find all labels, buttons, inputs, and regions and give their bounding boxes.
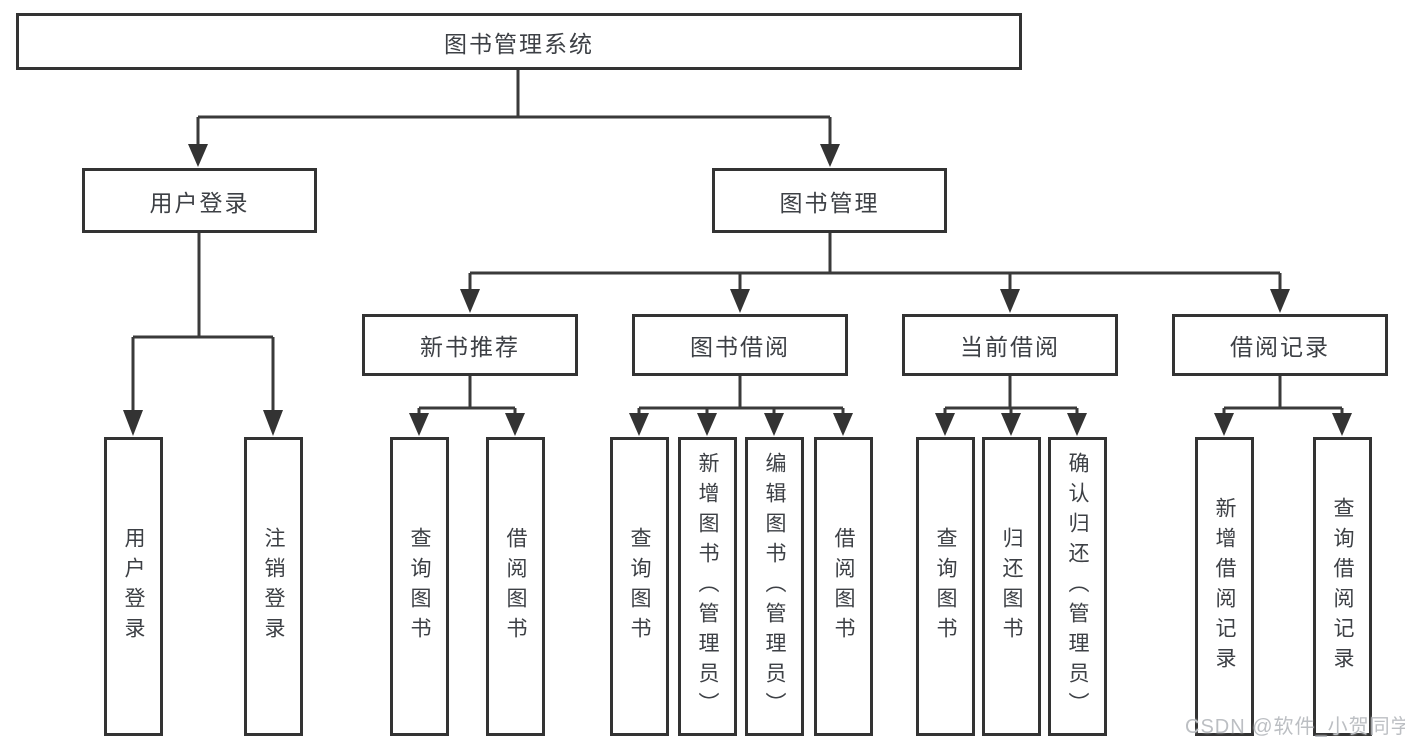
arrow-down-icon (1067, 413, 1087, 436)
leaf-cb-query-books: 查询图书 (916, 437, 975, 736)
node-root: 图书管理系统 (16, 13, 1022, 70)
connectors-user-login-children (123, 233, 283, 436)
leaf-br-add-record: 新增借阅记录 (1195, 437, 1254, 736)
node-book-management: 图书管理 (712, 168, 947, 233)
node-borrow-records: 借阅记录 (1172, 314, 1388, 376)
arrow-down-icon (188, 144, 208, 167)
arrow-down-icon (935, 413, 955, 436)
connectors-level2-book-management (460, 233, 1290, 313)
connectors-level1 (188, 70, 840, 167)
node-current-borrow: 当前借阅 (902, 314, 1118, 376)
watermark: CSDN @软件_小贺同学 (1185, 716, 1405, 738)
leaf-bb-edit-books-admin: 编辑图书（管理员） (745, 437, 804, 736)
arrow-down-icon (505, 413, 525, 436)
arrow-down-icon (263, 410, 283, 436)
arrow-down-icon (764, 413, 784, 436)
leaf-br-query-record: 查询借阅记录 (1313, 437, 1372, 736)
node-user-login: 用户登录 (82, 168, 317, 233)
leaf-nb-query-books: 查询图书 (390, 437, 449, 736)
arrow-down-icon (697, 413, 717, 436)
leaf-nb-borrow-books: 借阅图书 (486, 437, 545, 736)
arrow-down-icon (1001, 413, 1021, 436)
node-new-book-recommend: 新书推荐 (362, 314, 578, 376)
leaf-user-login: 用户登录 (104, 437, 163, 736)
arrow-down-icon (460, 289, 480, 313)
leaf-bb-query-books: 查询图书 (610, 437, 669, 736)
arrow-down-icon (629, 413, 649, 436)
leaf-logout: 注销登录 (244, 437, 303, 736)
leaf-cb-return-books: 归还图书 (982, 437, 1041, 736)
leaf-bb-add-books-admin: 新增图书（管理员） (678, 437, 737, 736)
connectors-borrow-records-children (1214, 376, 1352, 436)
arrow-down-icon (1214, 413, 1234, 436)
arrow-down-icon (1332, 413, 1352, 436)
arrow-down-icon (409, 413, 429, 436)
connectors-new-book-children (409, 376, 525, 436)
arrow-down-icon (820, 144, 840, 167)
arrow-down-icon (123, 410, 143, 436)
arrow-down-icon (1270, 289, 1290, 313)
arrow-down-icon (730, 289, 750, 313)
node-book-borrow: 图书借阅 (632, 314, 848, 376)
connectors-book-borrow-children (629, 376, 853, 436)
leaf-cb-confirm-return-admin: 确认归还（管理员） (1048, 437, 1107, 736)
leaf-bb-borrow-books: 借阅图书 (814, 437, 873, 736)
connectors-current-borrow-children (935, 376, 1087, 436)
arrow-down-icon (1000, 289, 1020, 313)
arrow-down-icon (833, 413, 853, 436)
